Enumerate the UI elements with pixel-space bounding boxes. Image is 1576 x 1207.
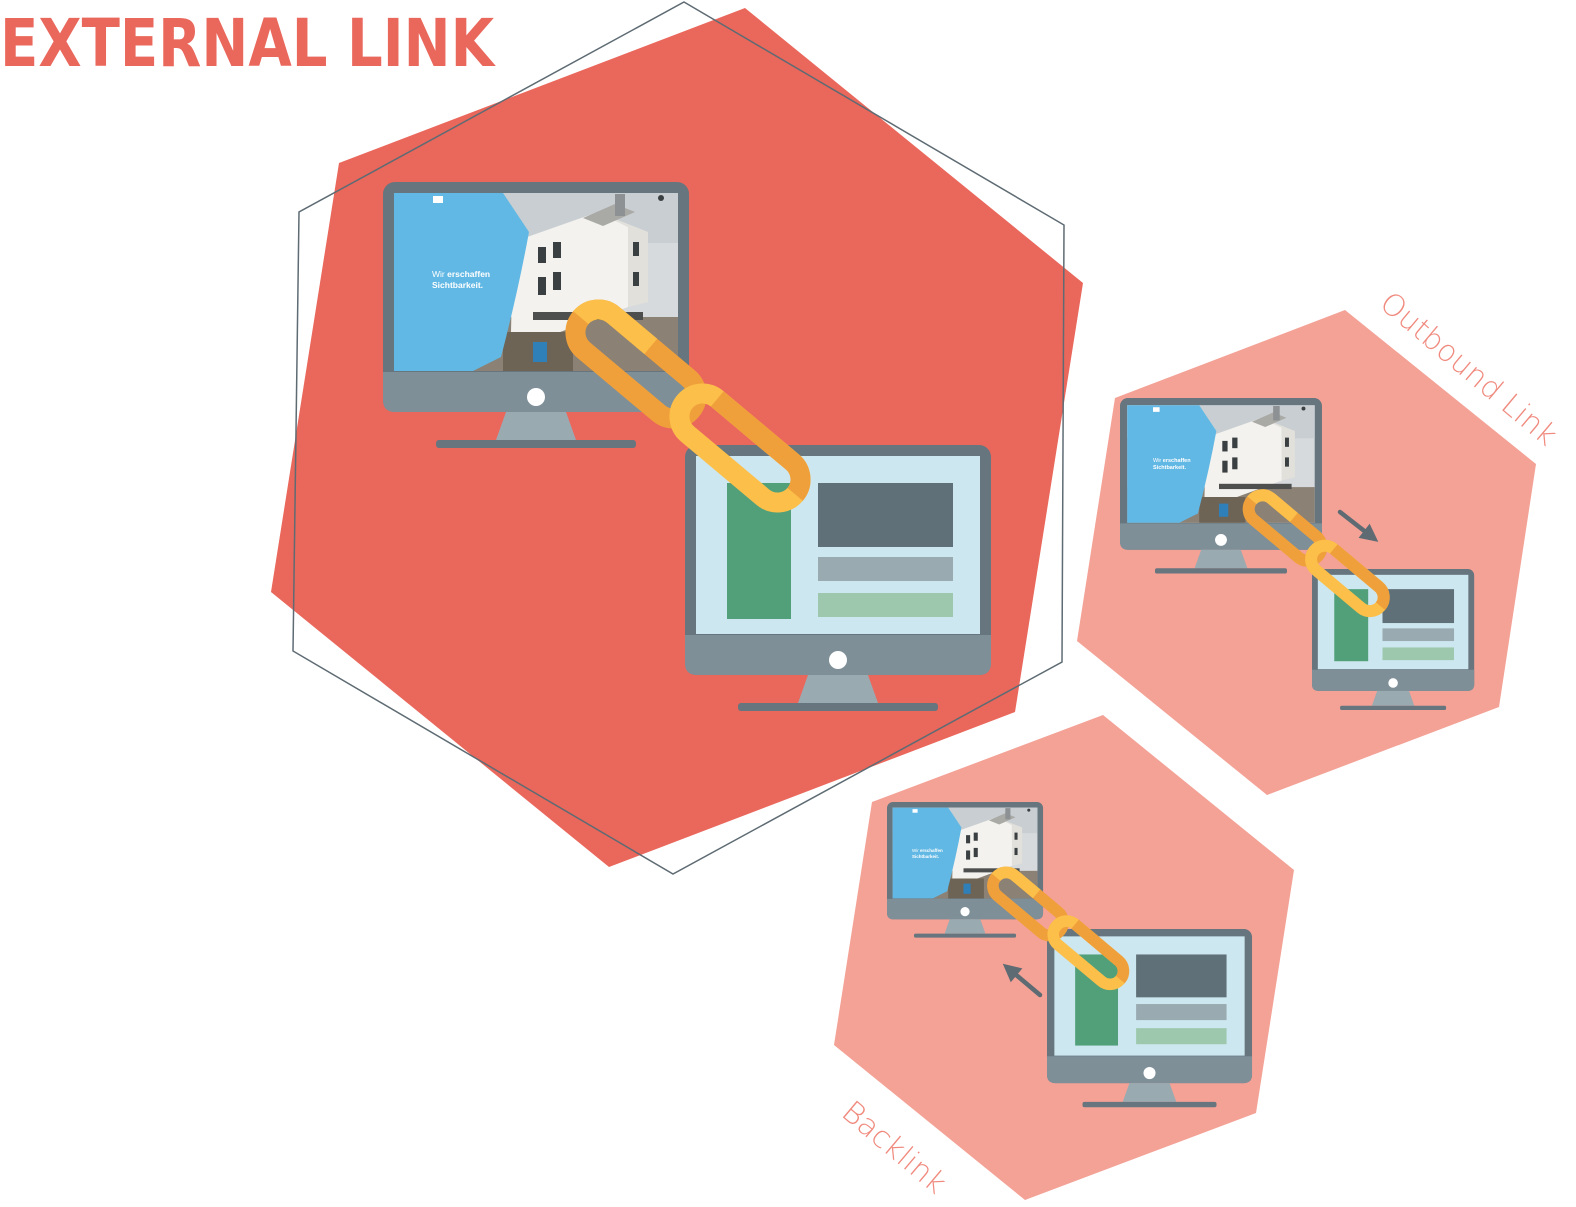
svg-text:Sichtbarkeit.: Sichtbarkeit.	[1153, 465, 1186, 471]
svg-text:Sichtbarkeit.: Sichtbarkeit.	[912, 854, 939, 859]
target-monitor	[685, 445, 991, 711]
main-link-illustration: Wir erschaffen Sichtbarkeit.	[383, 182, 991, 711]
svg-text:Wir erschaffen: Wir erschaffen	[912, 848, 943, 853]
svg-text:Wir erschaffen: Wir erschaffen	[1153, 458, 1191, 464]
outbound-link-illustration: Wir erschaffen Sichtbarkeit.	[1120, 398, 1475, 710]
svg-text:Sichtbarkeit.: Sichtbarkeit.	[432, 280, 483, 290]
screen-headline: Wir erschaffen Sichtbarkeit.	[432, 269, 490, 290]
backlink-screen-headline: Wir erschaffen Sichtbarkeit.	[912, 848, 943, 859]
outbound-screen-headline: Wir erschaffen Sichtbarkeit.	[1153, 458, 1191, 471]
page-title: EXTERNAL LINK	[0, 5, 495, 82]
svg-text:Wir erschaffen: Wir erschaffen	[432, 269, 490, 279]
backlink-illustration: Wir erschaffen Sichtbarkeit.	[887, 802, 1253, 1108]
main-hexagon-outline	[292, 1, 1065, 875]
